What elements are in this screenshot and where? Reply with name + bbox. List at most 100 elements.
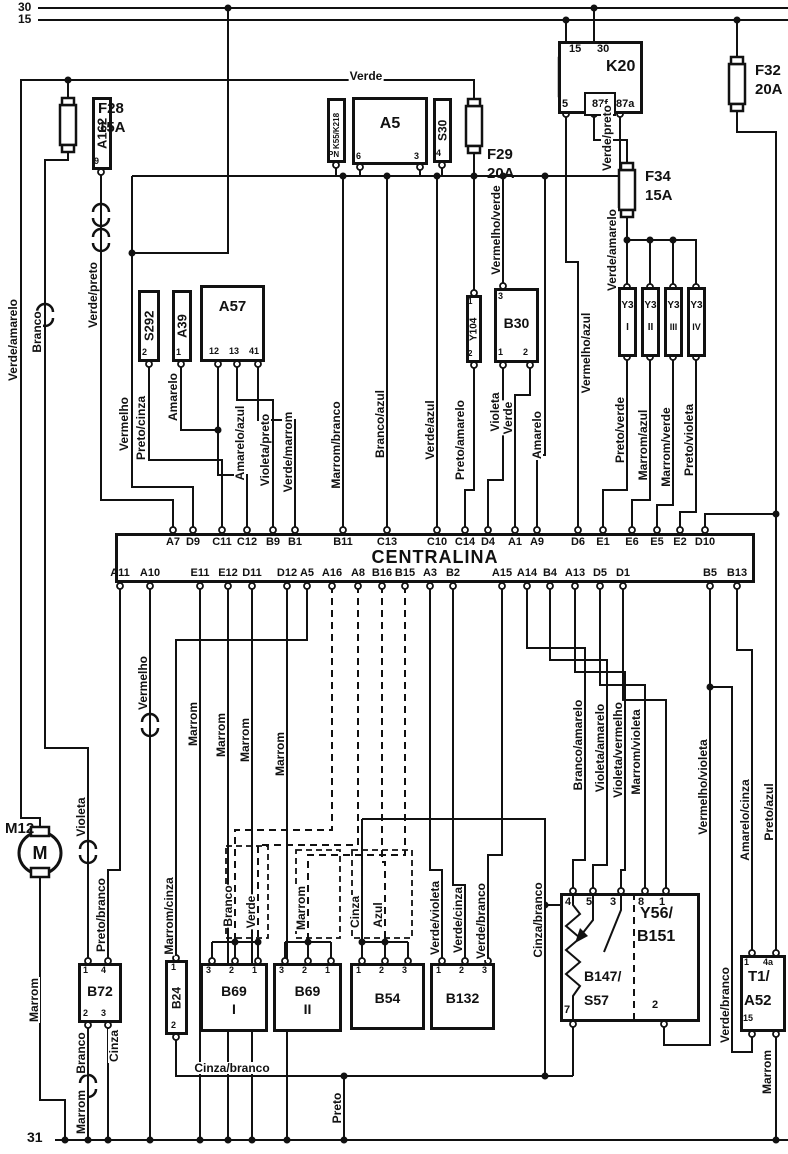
wire-label: Vermelho [117,395,131,453]
component-label: B147/ [584,968,622,984]
wire-label: Amarelo/azul [233,404,247,482]
ecu-pin-b9: B9 [265,536,281,548]
wire-label: Verde [244,894,258,930]
ecu-pin-a14: A14 [516,567,538,579]
component-label: Y3 [621,300,634,311]
junction-dots [61,4,780,1144]
pin-number: 15 [743,1013,754,1023]
wire-label: Marrom [74,1088,88,1136]
wire-label: Violeta/amarelo [593,702,607,794]
wire-label: Verde/cinza [451,885,465,955]
wire-label: Violeta [74,796,88,838]
wire-label: Marrom [27,976,41,1024]
ecu-pin-e2: E2 [673,536,687,548]
component-label: Y3 [690,300,703,311]
ecu-pin-d11: D11 [242,567,262,579]
component-b72 [78,963,122,1023]
ecu-pin-c14: C14 [454,536,476,548]
component-s292: S292 [138,290,160,362]
wire-label: Violeta/preto [258,412,272,488]
motor-m: M [32,843,48,863]
ecu-pin-c12: C12 [236,536,258,548]
ecu-pin-e12: E12 [218,567,238,579]
bus-label-15: 15 [18,12,32,26]
wire-label: Marrom/branco [329,400,343,490]
component-b54 [350,963,425,1030]
pin-number: 3 [610,896,617,908]
pin-number: 1 [744,957,750,967]
wire-label: Amarelo [166,371,180,423]
sensor-potentiometer [564,891,622,1024]
pin-number: 3 [402,965,408,975]
ecu-pin-b13: B13 [726,567,748,579]
wire-label: Verde/branco [474,881,488,961]
fuse-f29 [464,97,484,155]
wire-label: Vermelho [136,654,150,712]
component-b30 [494,288,539,363]
pin-number: 2 [468,349,473,358]
wire-label: Branco [221,884,235,928]
wire-label: Branco [74,1031,88,1075]
pin-number: 5 [586,896,593,908]
ecu-pin-b2: B2 [445,567,461,579]
wire-label: Marrom/cinza [162,876,176,956]
component-label: A57 [218,298,247,315]
component-label-m12: M12 [5,820,35,837]
ecu-pin-b16: B16 [371,567,393,579]
pin-number: 3 [482,965,488,975]
wire-label: Preto/branco [94,876,108,954]
pin-number: 1 [325,965,331,975]
ecu-pin-d12: D12 [276,567,298,579]
wire-label: Violeta/vermelho [611,701,625,799]
shield-outline [351,849,413,939]
pin-number: 2 [171,1020,177,1030]
component-label: Y56/ [640,905,673,922]
wire-label: Marrom/verde [659,406,673,488]
ecu-pin-a15: A15 [491,567,513,579]
wire-label: Marrom [214,711,228,759]
motor-symbol [17,825,63,879]
fuse-f28 [58,96,78,154]
pin-number: 3 [279,965,285,975]
ecu-pin-a16: A16 [321,567,343,579]
wire-label: Verde/marrom [281,410,295,494]
wire-label: Cinza [107,1028,121,1064]
wire-label: Branco/azul [373,388,387,460]
pin-number: 3 [206,965,212,975]
component-b132 [430,963,495,1030]
bus-label-30: 30 [18,0,32,14]
ecu-pin-e6: E6 [625,536,639,548]
wire-label: Vermelho/azul [579,311,593,395]
wire-label: Marrom [294,884,308,932]
component-label: A5 [379,115,401,132]
component-b24: B24 [165,960,188,1035]
wire-label: Marrom [273,730,287,778]
relay-pin: 87a [616,98,635,110]
wiring-shielded [234,586,635,1022]
pin-number: 3 [414,151,420,161]
pin-number: 1 [468,297,473,306]
wire-label: Violeta [488,391,502,433]
component-unit: I [626,322,629,333]
ecu-pin-d10: D10 [694,536,716,548]
relay-label: K20 [606,58,636,75]
ecu-pin-a11: A11 [110,567,130,579]
relay-pin: 5 [562,98,569,110]
pin-number: 2 [142,347,148,357]
pin-number: 1 [252,965,258,975]
component-label: B69 [294,983,321,999]
ecu-pin-b5: B5 [702,567,718,579]
component-b69-2 [273,963,342,1032]
wire-label: Cinza/branco [193,1061,271,1075]
wire-label: Verde/amarelo [605,207,619,293]
ecu-pin-a3: A3 [422,567,438,579]
component-y3-2 [641,287,660,357]
component-label: B54 [374,990,401,1006]
ecu-centralina [115,533,755,583]
wire-label: Verde [348,69,384,83]
component-label: B72 [87,983,113,999]
pin-number: 41 [249,346,260,356]
wire-label: Preto/azul [762,782,776,842]
